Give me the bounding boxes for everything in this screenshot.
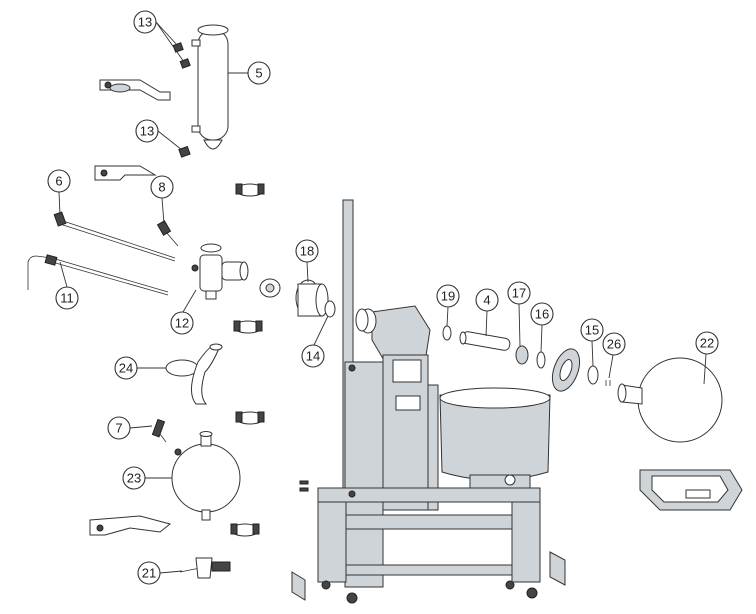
part-13-fittings-top	[172, 42, 191, 69]
clamp-column-2	[259, 278, 281, 298]
small-ring-15	[587, 365, 599, 385]
clamp-column-5	[230, 523, 260, 537]
callout-13-bottom: 13	[135, 119, 159, 143]
part-6-probe	[53, 211, 176, 262]
part-23-flask	[171, 431, 241, 521]
callout-17: 17	[507, 281, 531, 305]
callout-15: 15	[580, 318, 604, 342]
part-4-vapor-tube	[459, 331, 511, 351]
callout-label: 24	[119, 361, 133, 376]
part-17-nut	[515, 345, 529, 365]
callout-7: 7	[107, 416, 131, 440]
rotary-evaporator-body	[291, 199, 566, 604]
part-26-clips	[605, 380, 611, 386]
callout-label: 21	[142, 566, 156, 581]
part-15-flange	[551, 348, 581, 392]
callout-19: 19	[436, 284, 460, 308]
callout-label: 6	[55, 174, 62, 189]
callout-18: 18	[295, 239, 319, 263]
part-22-flask	[617, 357, 723, 443]
callout-5: 5	[247, 61, 271, 85]
callout-label: 8	[158, 180, 165, 195]
callout-26: 26	[602, 332, 626, 356]
clamp-small-1	[94, 165, 157, 181]
callout-label: 19	[441, 289, 455, 304]
callout-12: 12	[170, 311, 194, 335]
part-12-connector	[191, 243, 249, 300]
callout-label: 14	[306, 349, 320, 364]
part-21-drain-valve	[179, 557, 231, 579]
part-16-ring	[536, 351, 546, 369]
callout-22: 22	[695, 331, 719, 355]
callout-16: 16	[530, 302, 554, 326]
callout-14: 14	[301, 344, 325, 368]
callout-label: 4	[483, 293, 490, 308]
splash-guard	[639, 469, 743, 511]
callout-label: 23	[127, 471, 141, 486]
part-24-elbow	[165, 343, 223, 405]
clamp-column-1	[235, 183, 265, 197]
part-7-valve	[151, 418, 167, 443]
callout-label: 5	[255, 66, 262, 81]
callout-label: 17	[512, 286, 526, 301]
clamp-column-3	[233, 320, 263, 334]
motor-flange	[355, 308, 369, 332]
part-13-fitting-bottom	[178, 145, 191, 158]
clamp-top	[99, 79, 171, 101]
clamp-column-4	[235, 411, 265, 425]
part-14-gasket	[324, 300, 336, 318]
part-18-ring	[295, 279, 329, 317]
callout-24: 24	[114, 356, 138, 380]
callout-4: 4	[475, 288, 499, 312]
callout-11: 11	[55, 286, 79, 310]
callout-21: 21	[137, 561, 161, 585]
callout-label: 7	[115, 421, 122, 436]
part-8-fitting	[156, 220, 179, 247]
callout-label: 26	[607, 337, 621, 352]
callout-label: 15	[585, 323, 599, 338]
part-11-probe	[27, 254, 169, 296]
callout-label: 12	[175, 316, 189, 331]
part-5-condenser	[191, 24, 229, 150]
callout-13-top: 13	[133, 10, 157, 34]
callout-label: 16	[535, 307, 549, 322]
callout-label: 13	[140, 124, 154, 139]
clamp-bottom	[89, 515, 172, 536]
callout-label: 13	[138, 15, 152, 30]
callout-6: 6	[47, 169, 71, 193]
callout-8: 8	[150, 175, 174, 199]
callout-label: 22	[700, 336, 714, 351]
callout-23: 23	[122, 466, 146, 490]
part-19-seal	[442, 325, 452, 341]
callout-label: 11	[60, 291, 74, 306]
callout-label: 18	[300, 244, 314, 259]
